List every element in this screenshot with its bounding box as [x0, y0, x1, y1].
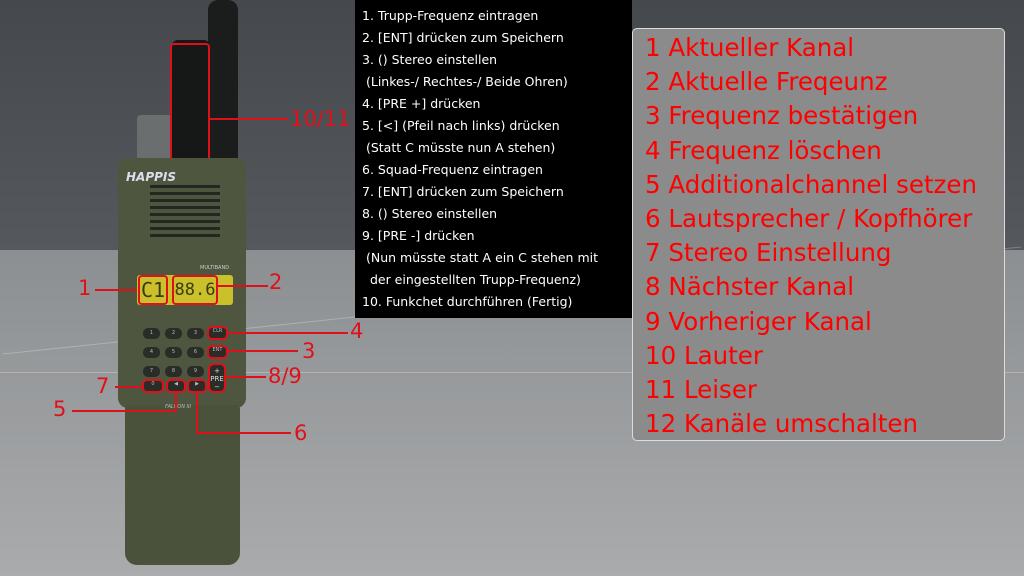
step: (Statt C müsste nun A stehen)	[362, 140, 556, 155]
callout-line-1	[95, 289, 137, 291]
key-6[interactable]: 6	[187, 347, 204, 358]
callout-line-5-v	[175, 393, 177, 411]
step: (Linkes-/ Rechtes-/ Beide Ohren)	[362, 74, 568, 89]
step: 5. [<] (Pfeil nach links) drücken	[362, 118, 560, 133]
key-1[interactable]: 1	[143, 328, 160, 339]
callout-7: 7	[96, 374, 110, 398]
key-9[interactable]: 9	[187, 366, 204, 377]
callout-line-8-9	[226, 376, 266, 378]
callout-line-6	[196, 432, 291, 434]
legend-item: 2 Aktuelle Freqeunz	[645, 67, 888, 97]
legend-item: 6 Lautsprecher / Kopfhörer	[645, 204, 973, 234]
instruction-steps: 1. Trupp-Frequenz eintragen 2. [ENT] drüc…	[355, 0, 632, 318]
knob-highlight	[170, 43, 210, 163]
legend-item: 5 Additionalchannel setzen	[645, 169, 978, 199]
model-footer: FALCON III	[165, 404, 191, 410]
legend-panel: 1 Aktueller Kanal 2 Aktuelle Freqeunz 3 …	[632, 28, 1005, 441]
key-5[interactable]: 5	[165, 347, 182, 358]
legend-item: 9 Vorheriger Kanal	[645, 306, 872, 336]
key-3[interactable]: 3	[187, 328, 204, 339]
step: 3. () Stereo einstellen	[362, 52, 498, 67]
callout-line-4	[228, 332, 348, 334]
callout-3: 3	[302, 339, 316, 363]
channel-display: C1	[138, 275, 168, 305]
callout-10-11: 10/11	[290, 107, 351, 131]
floor-grid-line	[0, 372, 1024, 373]
step: (Nun müsste statt A ein C stehen mit	[362, 250, 599, 265]
ent-button[interactable]: ENT	[207, 345, 228, 359]
callout-2: 2	[269, 270, 283, 294]
callout-line-3	[228, 350, 298, 352]
callout-line-2	[218, 285, 268, 287]
legend-item: 4 Frequenz löschen	[645, 135, 882, 165]
stereo-button[interactable]: 0	[142, 379, 164, 393]
step: der eingestellten Trupp-Frequenz)	[362, 272, 581, 287]
speaker-grille	[150, 185, 220, 240]
step: 7. [ENT] drücken zum Speichern	[362, 184, 564, 199]
step: 10. Funkchet durchführen (Fertig)	[362, 294, 573, 309]
key-8[interactable]: 8	[165, 366, 182, 377]
pre-label: PRE	[210, 375, 224, 383]
callout-1: 1	[78, 276, 92, 300]
connector	[137, 115, 173, 165]
legend-item: 8 Nächster Kanal	[645, 272, 855, 302]
callout-line-10-11	[210, 118, 288, 120]
step: 9. [PRE -] drücken	[362, 228, 475, 243]
legend-item: 3 Frequenz bestätigen	[645, 101, 919, 131]
step: 2. [ENT] drücken zum Speichern	[362, 30, 564, 45]
battery	[125, 405, 240, 565]
left-arrow-button[interactable]: ◀	[166, 379, 186, 393]
key-4[interactable]: 4	[143, 347, 160, 358]
step: 4. [PRE +] drücken	[362, 96, 481, 111]
brand-logo: HAPPIS	[126, 170, 177, 184]
callout-line-5	[72, 410, 176, 412]
legend-item: 1 Aktueller Kanal	[645, 33, 855, 62]
pre-button[interactable]: +PRE−	[208, 363, 226, 393]
key-7[interactable]: 7	[143, 366, 160, 377]
legend-item: 12 Kanäle umschalten	[645, 409, 919, 439]
callout-6: 6	[294, 421, 308, 445]
step: 8. () Stereo einstellen	[362, 206, 498, 221]
callout-4: 4	[350, 319, 364, 343]
frequency-display: 88.6	[172, 275, 218, 305]
volume-knob[interactable]	[172, 40, 210, 165]
callout-8-9: 8/9	[268, 364, 302, 388]
legend-item: 10 Lauter	[645, 340, 763, 370]
step: 1. Trupp-Frequenz eintragen	[362, 8, 539, 23]
legend-item: 7 Stereo Einstellung	[645, 238, 892, 268]
clr-button[interactable]: CLR	[207, 326, 228, 340]
callout-line-6-v	[196, 393, 198, 433]
key-2[interactable]: 2	[165, 328, 182, 339]
right-arrow-button[interactable]: ▶	[187, 379, 207, 393]
model-label: MULTIBAND	[200, 265, 230, 271]
step: 6. Squad-Frequenz eintragen	[362, 162, 543, 177]
legend-item: 11 Leiser	[645, 375, 757, 405]
callout-line-7	[115, 386, 142, 388]
callout-5: 5	[53, 397, 67, 421]
